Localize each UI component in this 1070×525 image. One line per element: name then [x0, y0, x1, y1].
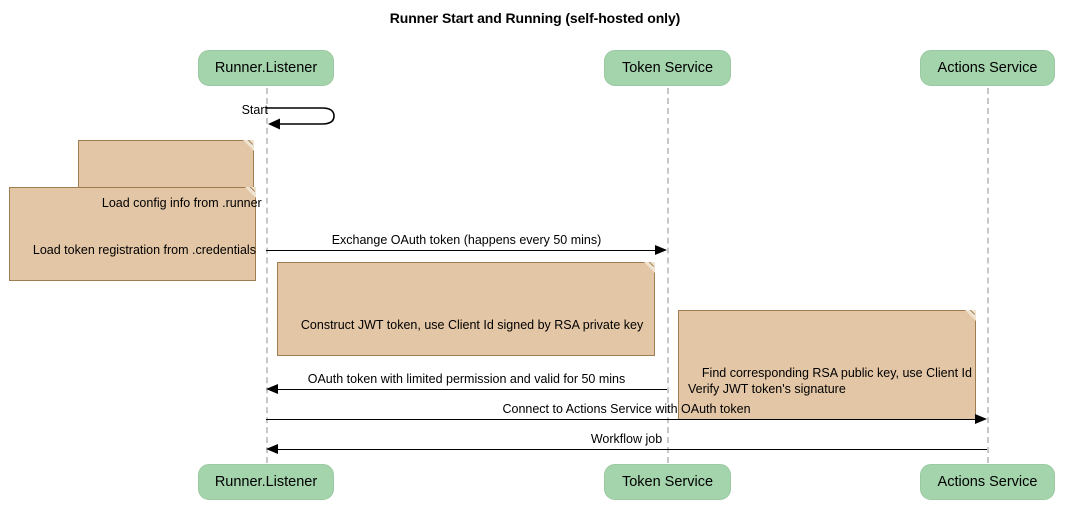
note-verify-jwt: Find corresponding RSA public key, use C… [678, 310, 976, 420]
lifeline-runner [266, 88, 268, 463]
message-label-start: Start [241, 103, 268, 117]
self-message-start[interactable] [264, 103, 344, 133]
message-label-connect-actions: Connect to Actions Service with OAuth to… [502, 402, 751, 416]
arrowhead-left-icon [266, 444, 278, 454]
message-label-workflow-job: Workflow job [590, 432, 663, 446]
participant-token-service-bottom[interactable]: Token Service [604, 464, 731, 500]
participant-token-service-top[interactable]: Token Service [604, 50, 731, 86]
message-line-connect-actions[interactable] [266, 419, 976, 420]
arrowhead-right-icon [975, 414, 987, 424]
diagram-title: Runner Start and Running (self-hosted on… [389, 10, 681, 26]
participant-label: Actions Service [937, 60, 1038, 76]
participant-runner-listener-bottom[interactable]: Runner.Listener [198, 464, 334, 500]
lifeline-actions [987, 88, 989, 463]
message-label-exchange-oauth-token: Exchange OAuth token (happens every 50 m… [331, 233, 602, 247]
message-line-workflow-job[interactable] [278, 449, 987, 450]
participant-label: Token Service [621, 474, 714, 490]
lifeline-token [667, 88, 669, 463]
note-text: Construct JWT token, use Client Id signe… [300, 318, 644, 332]
note-load-token-registration: Load token registration from .credential… [9, 187, 256, 281]
note-fold-edge-icon [961, 310, 976, 325]
participant-label: Token Service [621, 60, 714, 76]
note-text: Load token registration from .credential… [32, 243, 256, 257]
arrowhead-right-icon [655, 245, 667, 255]
message-label-oauth-token-return: OAuth token with limited permission and … [307, 372, 626, 386]
participant-label: Runner.Listener [214, 474, 318, 490]
participant-actions-service-top[interactable]: Actions Service [920, 50, 1055, 86]
arrowhead-left-icon [266, 384, 278, 394]
message-line-oauth-token-return[interactable] [278, 389, 667, 390]
participant-label: Actions Service [937, 474, 1038, 490]
note-fold-edge-icon [640, 262, 655, 277]
message-line-exchange-oauth-token[interactable] [266, 250, 656, 251]
note-fold-edge-icon [239, 140, 254, 155]
note-text: Find corresponding RSA public key, use C… [688, 366, 972, 396]
note-construct-jwt: Construct JWT token, use Client Id signe… [277, 262, 655, 356]
participant-runner-listener-top[interactable]: Runner.Listener [198, 50, 334, 86]
participant-label: Runner.Listener [214, 60, 318, 76]
participant-actions-service-bottom[interactable]: Actions Service [920, 464, 1055, 500]
note-text: Load config info from .runner [101, 196, 262, 210]
